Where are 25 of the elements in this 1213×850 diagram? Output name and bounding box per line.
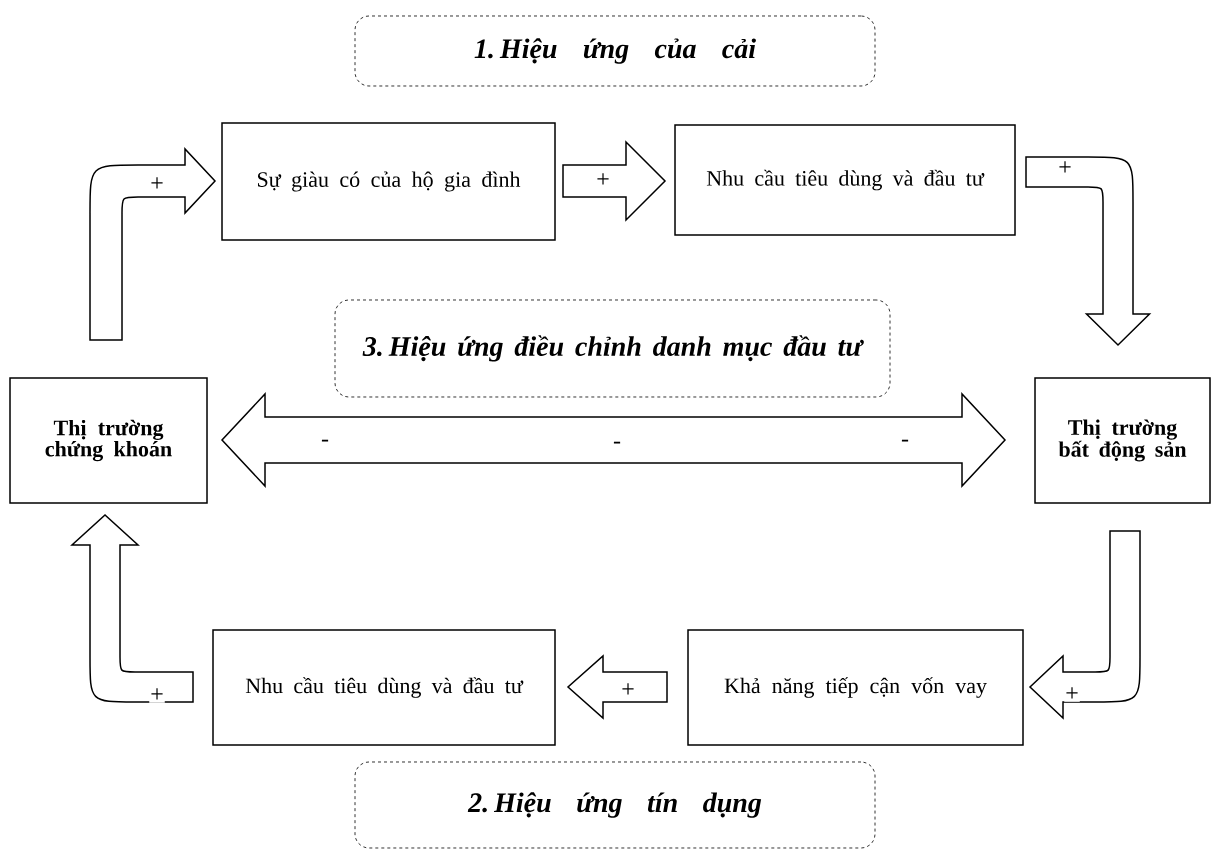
block-arrow: [71, 514, 194, 703]
process-box: Nhu cầu tiêu dùng và đầu tư: [212, 629, 556, 746]
block-arrow: [89, 148, 216, 341]
process-box: Khả năng tiếp cận vốn vay: [687, 629, 1024, 746]
minus-sign: -: [320, 438, 330, 448]
edge-label: +: [595, 172, 611, 188]
edge-label: +: [149, 176, 165, 192]
market-box: Thị trường chứng khoán: [9, 377, 208, 504]
edge-label: +: [620, 682, 636, 698]
block-arrow: [221, 392, 1007, 488]
block-arrow: [566, 654, 668, 720]
block-arrow: [1025, 156, 1151, 346]
edge-label: +: [1064, 686, 1080, 702]
title-box: 1. Hiệu ứng của cải: [354, 15, 876, 87]
edge-label: +: [1057, 160, 1073, 176]
block-arrow: [562, 140, 667, 222]
block-arrow: [1029, 530, 1141, 719]
title-box: 3. Hiệu ứng điều chỉnh danh mục đầu tư: [334, 299, 891, 398]
edge-label: +: [149, 687, 165, 703]
market-box: Thị trường bất động sản: [1034, 377, 1211, 504]
edge-label: -: [612, 440, 622, 450]
title-box: 2. Hiệu ứng tín dụng: [354, 761, 876, 849]
process-box: Nhu cầu tiêu dùng và đầu tư: [674, 124, 1016, 236]
minus-sign: -: [900, 438, 910, 448]
process-box: Sự giàu có của hộ gia đình: [221, 122, 556, 241]
